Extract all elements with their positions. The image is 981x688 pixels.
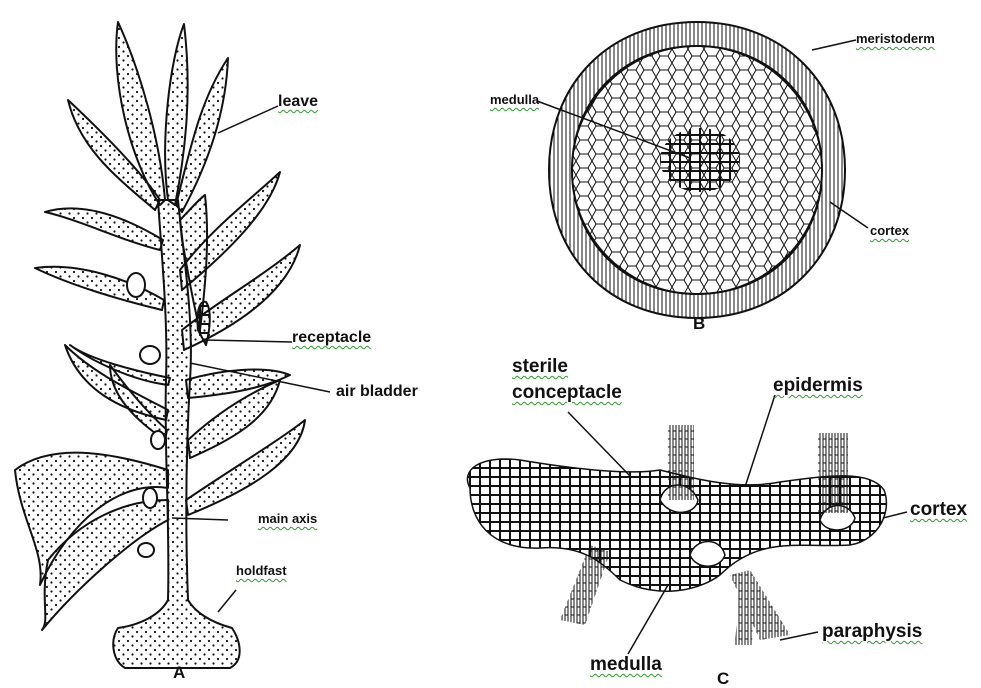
label-meristoderm: meristoderm (856, 32, 935, 45)
label-medulla-c: medulla (590, 655, 662, 674)
label-cortex-c: cortex (910, 500, 967, 519)
air-bladder (151, 431, 165, 449)
label-paraphysis: paraphysis (822, 622, 922, 641)
leaf (45, 208, 163, 250)
panel-label-a: A (173, 664, 185, 681)
air-bladder (140, 346, 160, 364)
panel-label-c: C (717, 670, 729, 687)
label-conceptacle: conceptacle (512, 383, 622, 402)
label-cortex-b: cortex (870, 224, 909, 237)
label-holdfast: holdfast (236, 564, 287, 577)
air-bladder (127, 273, 145, 297)
label-epidermis: epidermis (773, 376, 863, 395)
paraphysis-filaments (560, 545, 610, 625)
label-air-bladder: air bladder (336, 384, 418, 400)
air-bladder (138, 543, 154, 557)
label-medulla-b: medulla (490, 93, 539, 106)
label-sterile: sterile (512, 357, 568, 376)
air-bladder (143, 488, 157, 508)
panel-label-b: B (693, 315, 705, 332)
medulla-region (660, 128, 740, 192)
paraphysis-filaments (818, 433, 848, 513)
paraphysis-filaments (668, 425, 694, 500)
stipe-cross-section (549, 22, 845, 318)
label-receptacle: receptacle (292, 330, 371, 346)
label-main-axis: main axis (258, 512, 317, 525)
conceptacle-section (467, 425, 886, 645)
label-leave: leave (278, 94, 318, 110)
